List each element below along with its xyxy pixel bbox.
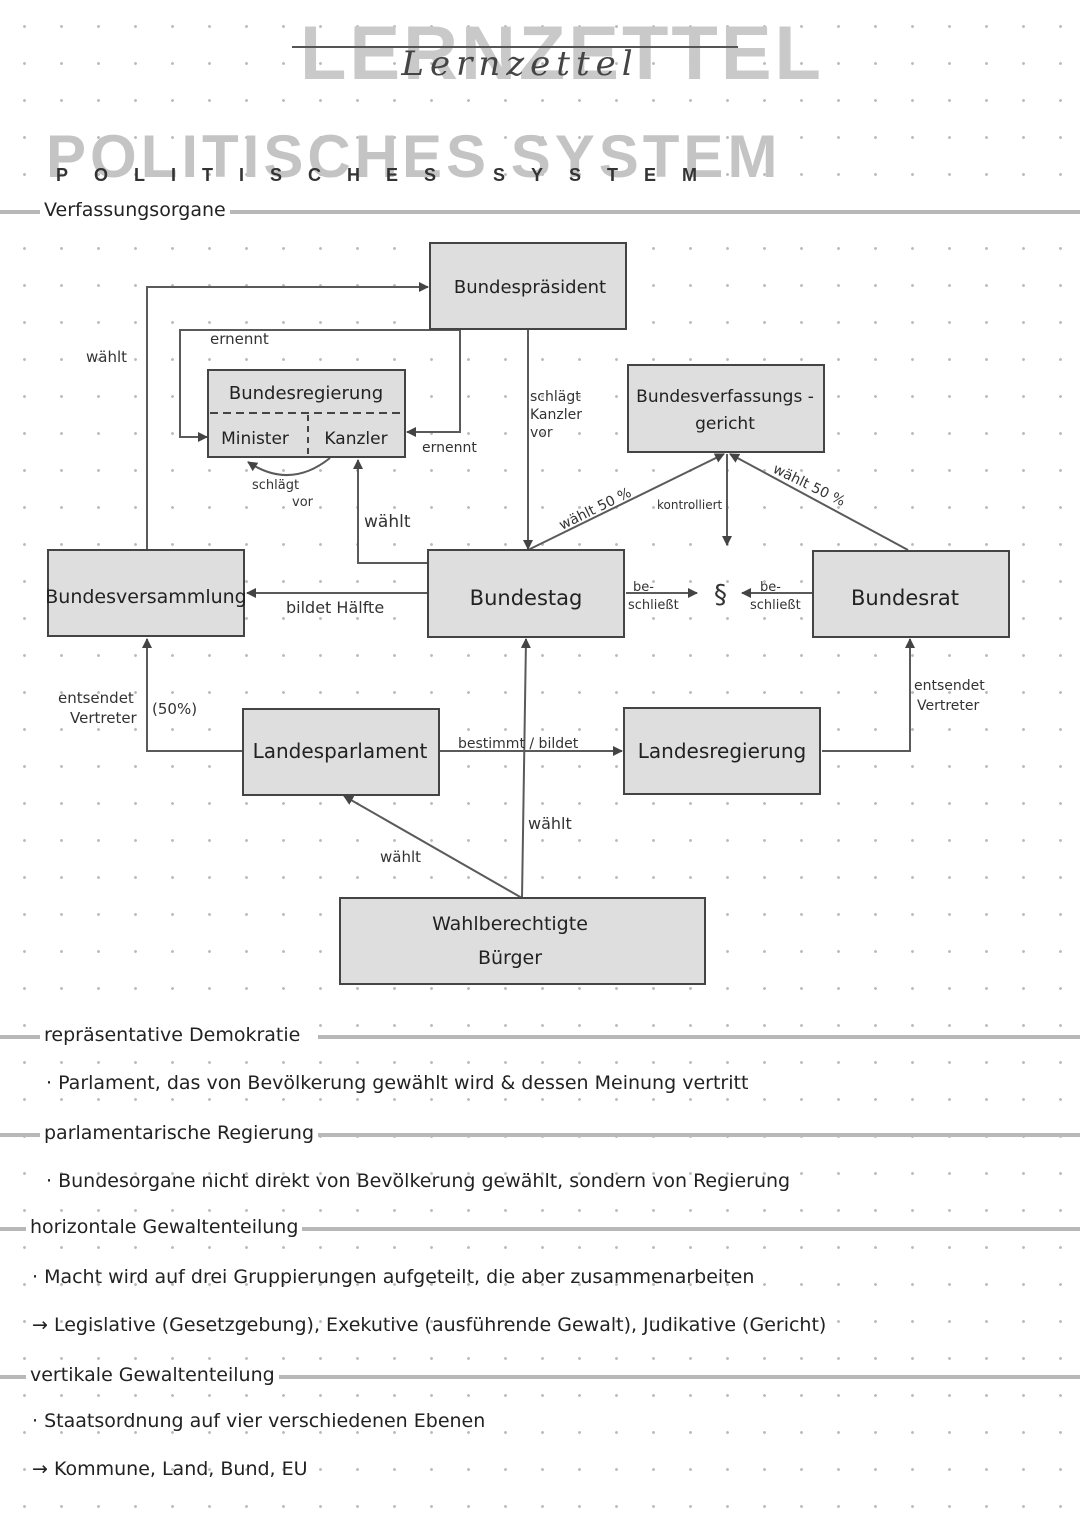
section-rule [0, 1133, 1080, 1137]
label-schlaegt-vor-1: schlägt [252, 478, 299, 493]
section-rule-left [0, 1035, 44, 1039]
label-waehlt-50-left: wählt 50 % [557, 485, 634, 534]
label-schlaegt-vor-2: vor [292, 495, 314, 510]
section-heading-label: Verfassungsorgane [40, 195, 230, 225]
box-buerger [339, 897, 706, 985]
page-top-title: LERNZETTEL Lernzettel [300, 14, 821, 94]
arrow-bundesrat-bverfg [729, 453, 909, 551]
box-bundesrat [812, 550, 1010, 638]
label-fifty-percent: (50%) [152, 700, 197, 718]
label-buerger-1: Wahlberechtigte [432, 913, 588, 935]
label-minister: Minister [221, 429, 289, 449]
label-waehlt-50-right: wählt 50 % [770, 461, 847, 510]
label-ernennt-top: ernennt [210, 330, 269, 348]
top-title-outline: LERNZETTEL [300, 11, 824, 96]
label-beschliesst-left-2: schließt [628, 598, 679, 613]
arrow-bundestag-bverfg [527, 453, 725, 551]
title-strike-line [292, 46, 738, 48]
label-waehlt-bundestag: wählt [528, 814, 572, 833]
section-heading-label: parlamentarische Regierung [40, 1118, 318, 1148]
label-bverfg-1: Bundesverfassungs - [636, 387, 814, 407]
label-schlaegt-kanzler-2: Kanzler [530, 407, 582, 423]
label-schlaegt-kanzler-1: schlägt [530, 389, 581, 405]
label-schlaegt-kanzler-3: vor [530, 425, 553, 441]
section-rule [318, 1035, 1080, 1039]
main-title-outline: POLITISCHES SYSTEM [46, 123, 782, 190]
page-main-title: POLITISCHES SYSTEM POLITISCHES SYSTEM [46, 122, 781, 192]
section-rule [0, 1375, 1080, 1379]
note-repraesentative-1: · Parlament, das von Bevölkerung gewählt… [46, 1072, 749, 1094]
diagram-connectors [142, 282, 915, 899]
note-vertikale-1: · Staatsordnung auf vier verschiedenen E… [32, 1410, 486, 1432]
arrow-praesident-ernennt-kanzler [406, 330, 461, 437]
main-title-small: POLITISCHES SYSTEM [56, 165, 724, 185]
box-labels: Bundespräsident Bundesregierung Minister… [45, 277, 959, 969]
arrow-bundestag-waehlt-kanzler [353, 459, 428, 564]
label-bundespraesident: Bundespräsident [454, 277, 606, 298]
section-heading-label: repräsentative Demokratie [40, 1020, 305, 1050]
label-beschliesst-right-2: schließt [750, 598, 801, 613]
label-entsendet-right-1: entsendet [914, 678, 985, 694]
label-beschliesst-left-1: be- [633, 580, 654, 595]
note-vertikale-2: → Kommune, Land, Bund, EU [32, 1458, 308, 1480]
box-bverfg [627, 364, 825, 453]
box-bundestag [427, 549, 625, 638]
label-waehlt-kanzler: wählt [364, 512, 411, 532]
arrow-praesident-ernennt-minister [179, 329, 460, 442]
label-kanzler: Kanzler [324, 429, 387, 449]
section-verfassungsorgane: Verfassungsorgane [0, 195, 1080, 225]
label-bestimmt-bildet: bestimmt / bildet [458, 736, 579, 752]
arrow-kanzler-schlaegt-minister [247, 457, 331, 476]
box-landesparlament [242, 708, 440, 796]
note-horizontale-1: · Macht wird auf drei Gruppierungen aufg… [32, 1266, 755, 1288]
label-bverfg-2: gericht [695, 414, 755, 434]
label-beschliesst-right-1: be- [760, 580, 781, 595]
label-entsendet-left-1: entsendet [58, 689, 134, 707]
label-entsendet-right-2: Vertreter [917, 698, 980, 714]
arrow-bundesversammlung-bundespraesident [146, 282, 429, 550]
box-bundespraesident [429, 242, 627, 330]
label-waehlt-bv: wählt [86, 348, 127, 366]
section-vertikale-gewaltenteilung: vertikale Gewaltenteilung [0, 1360, 1080, 1390]
arrow-landesregierung-bundesrat [822, 638, 915, 752]
label-waehlt-landtag: wählt [380, 848, 421, 866]
section-heading-label: horizontale Gewaltenteilung [26, 1212, 303, 1242]
section-heading-label: vertikale Gewaltenteilung [26, 1360, 279, 1390]
note-horizontale-2: → Legislative (Gesetzgebung), Exekutive … [32, 1314, 827, 1336]
label-entsendet-left-2: Vertreter [70, 709, 138, 727]
top-title-script: Lernzettel [401, 44, 639, 84]
label-bundesrat: Bundesrat [851, 586, 959, 610]
label-bundesversammlung: Bundesversammlung [45, 586, 247, 608]
label-kontrolliert: kontrolliert [657, 498, 723, 512]
section-rule [0, 1227, 1080, 1231]
label-bildet-haelfte: bildet Hälfte [286, 598, 384, 617]
arrow-buerger-landesparlament [343, 795, 523, 899]
label-bundesregierung: Bundesregierung [229, 383, 383, 404]
note-parlamentarische-1: · Bundesorgane nicht direkt von Bevölker… [46, 1170, 791, 1192]
box-bundesversammlung [47, 549, 245, 637]
label-ernennt-right: ernennt [422, 440, 477, 456]
box-landesregierung [623, 707, 821, 795]
section-horizontale-gewaltenteilung: horizontale Gewaltenteilung [0, 1212, 1080, 1242]
paragraph-symbol: § [714, 580, 727, 610]
section-parlamentarische-regierung: parlamentarische Regierung [0, 1118, 1080, 1148]
section-repraesentative-demokratie: repräsentative Demokratie [0, 1020, 1080, 1050]
arrow-buerger-bundestag [520, 638, 531, 899]
verfassungsorgane-diagram: Bundespräsident Bundesregierung Minister… [45, 242, 1010, 985]
label-landesregierung: Landesregierung [638, 739, 806, 763]
label-bundestag: Bundestag [470, 586, 583, 610]
section-rule [0, 210, 1080, 214]
label-landesparlament: Landesparlament [253, 739, 428, 763]
arrow-landesparlament-bundesversammlung [142, 638, 242, 752]
label-buerger-2: Bürger [478, 947, 542, 969]
